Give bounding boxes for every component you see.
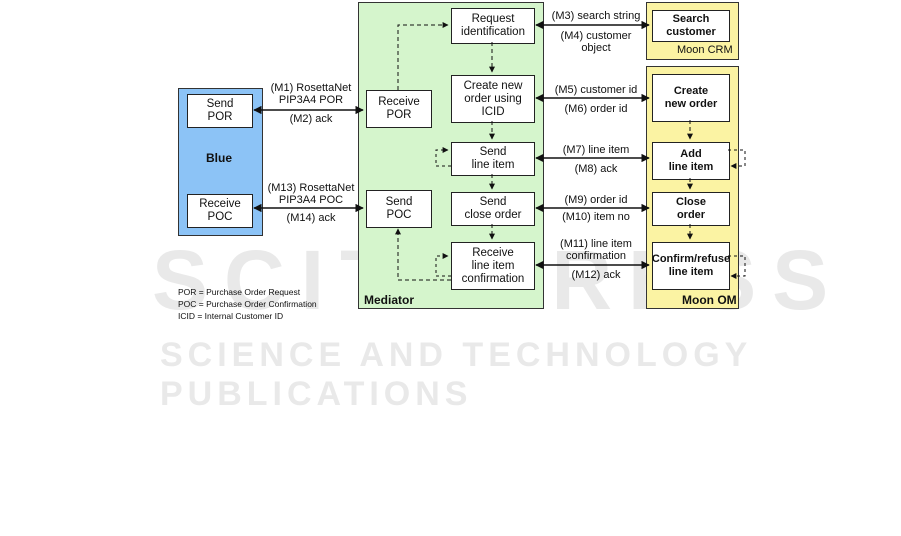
message-m14: (M14) ack	[286, 212, 336, 224]
message-m6: (M6) order id	[564, 103, 628, 115]
flow-receive-por-to-request	[397, 22, 449, 90]
message-m11: (M11) line item confirmation	[560, 238, 632, 262]
send-line-item-box: Send line item	[451, 142, 535, 176]
moon-om-region-title: Moon OM	[682, 293, 737, 307]
send-poc-box: Send POC	[366, 190, 432, 228]
message-m4: (M4) customer object	[560, 30, 632, 54]
loop-receive-conf	[435, 253, 451, 277]
message-m1: (M1) RosettaNet PIP3A4 POR	[270, 82, 352, 106]
confirm-refuse-line-item-box: Confirm/refuse line item	[652, 242, 730, 290]
loop-add-line-item	[728, 149, 746, 169]
mediator-region-title: Mediator	[364, 293, 415, 307]
send-close-order-box: Send close order	[451, 192, 535, 226]
legend-item: ICID = Internal Customer ID	[178, 311, 284, 321]
watermark-subtitle: SCIENCE AND TECHNOLOGY PUBLICATIONS	[160, 336, 752, 413]
close-order-box: Close order	[652, 192, 730, 226]
receive-line-item-confirmation-box: Receive line item confirmation	[451, 242, 535, 290]
flow-receive-conf-to-send-poc	[395, 228, 451, 281]
create-new-order-icid-box: Create new order using ICID	[451, 75, 535, 123]
message-m10: (M10) item no	[562, 211, 630, 223]
create-new-order-box: Create new order	[652, 74, 730, 122]
message-m7: (M7) line item	[562, 144, 630, 156]
send-por-box: Send POR	[187, 94, 253, 128]
message-m8: (M8) ack	[574, 163, 618, 175]
legend-item: POC = Purchase Order Confirmation	[178, 299, 317, 309]
loop-confirm-line-item	[728, 255, 746, 279]
receive-poc-box: Receive POC	[187, 194, 253, 228]
blue-region-title: Blue	[206, 151, 233, 165]
request-identification-box: Request identification	[451, 8, 535, 44]
legend: POR = Purchase Order Request POC = Purch…	[178, 286, 317, 322]
message-m9: (M9) order id	[564, 194, 628, 206]
message-m5: (M5) customer id	[554, 84, 638, 96]
add-line-item-box: Add line item	[652, 142, 730, 180]
receive-por-box: Receive POR	[366, 90, 432, 128]
message-m3: (M3) search string	[551, 10, 641, 22]
message-m2: (M2) ack	[289, 113, 333, 125]
search-customer-box: Search customer	[652, 10, 730, 42]
message-m12: (M12) ack	[571, 269, 621, 281]
legend-item: POR = Purchase Order Request	[178, 287, 301, 297]
message-m13: (M13) RosettaNet PIP3A4 POC	[267, 182, 355, 206]
moon-crm-region-title: Moon CRM	[677, 44, 733, 56]
loop-send-line-item	[435, 147, 451, 167]
